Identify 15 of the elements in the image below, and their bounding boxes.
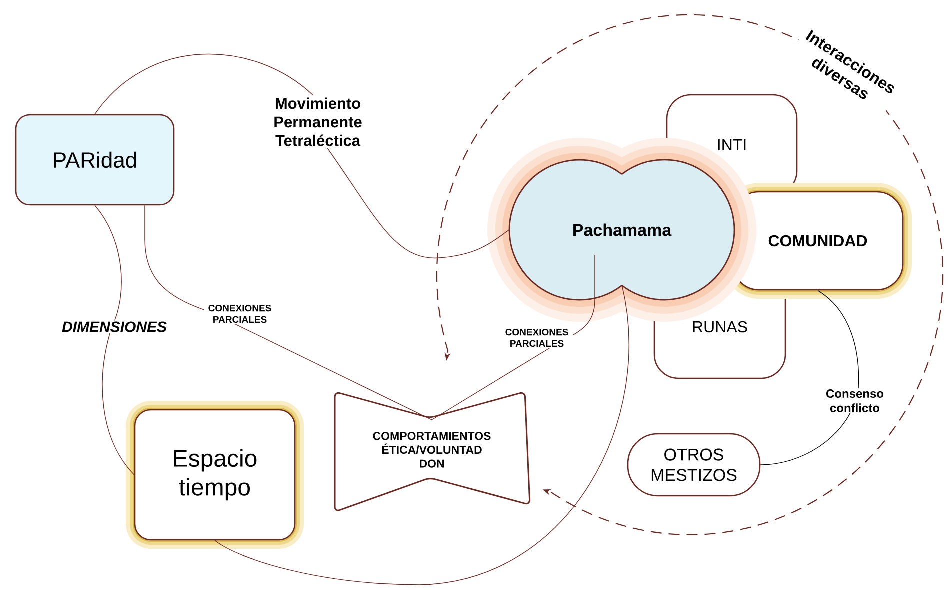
connector-line bbox=[214, 284, 630, 586]
connector-line bbox=[760, 290, 860, 466]
connector-line bbox=[94, 54, 314, 115]
text-label: Movimiento Permanente Tetraléctica bbox=[274, 98, 362, 146]
connector-line bbox=[327, 148, 510, 258]
rounded-box: PARidad bbox=[15, 114, 175, 206]
connector-line bbox=[94, 205, 135, 476]
edge-label: CONEXIONES PARCIALES bbox=[501, 328, 573, 348]
rounded-box: OTROS MESTIZOS bbox=[627, 433, 761, 497]
connector-line bbox=[432, 254, 596, 420]
edge-label: DIMENSIONES bbox=[61, 320, 167, 334]
connector-line bbox=[144, 205, 432, 420]
edge-label: CONEXIONES PARCIALES bbox=[204, 304, 276, 324]
edge-label: Consenso conflicto bbox=[819, 388, 891, 414]
rounded-box: Espacio tiempo bbox=[126, 401, 304, 549]
